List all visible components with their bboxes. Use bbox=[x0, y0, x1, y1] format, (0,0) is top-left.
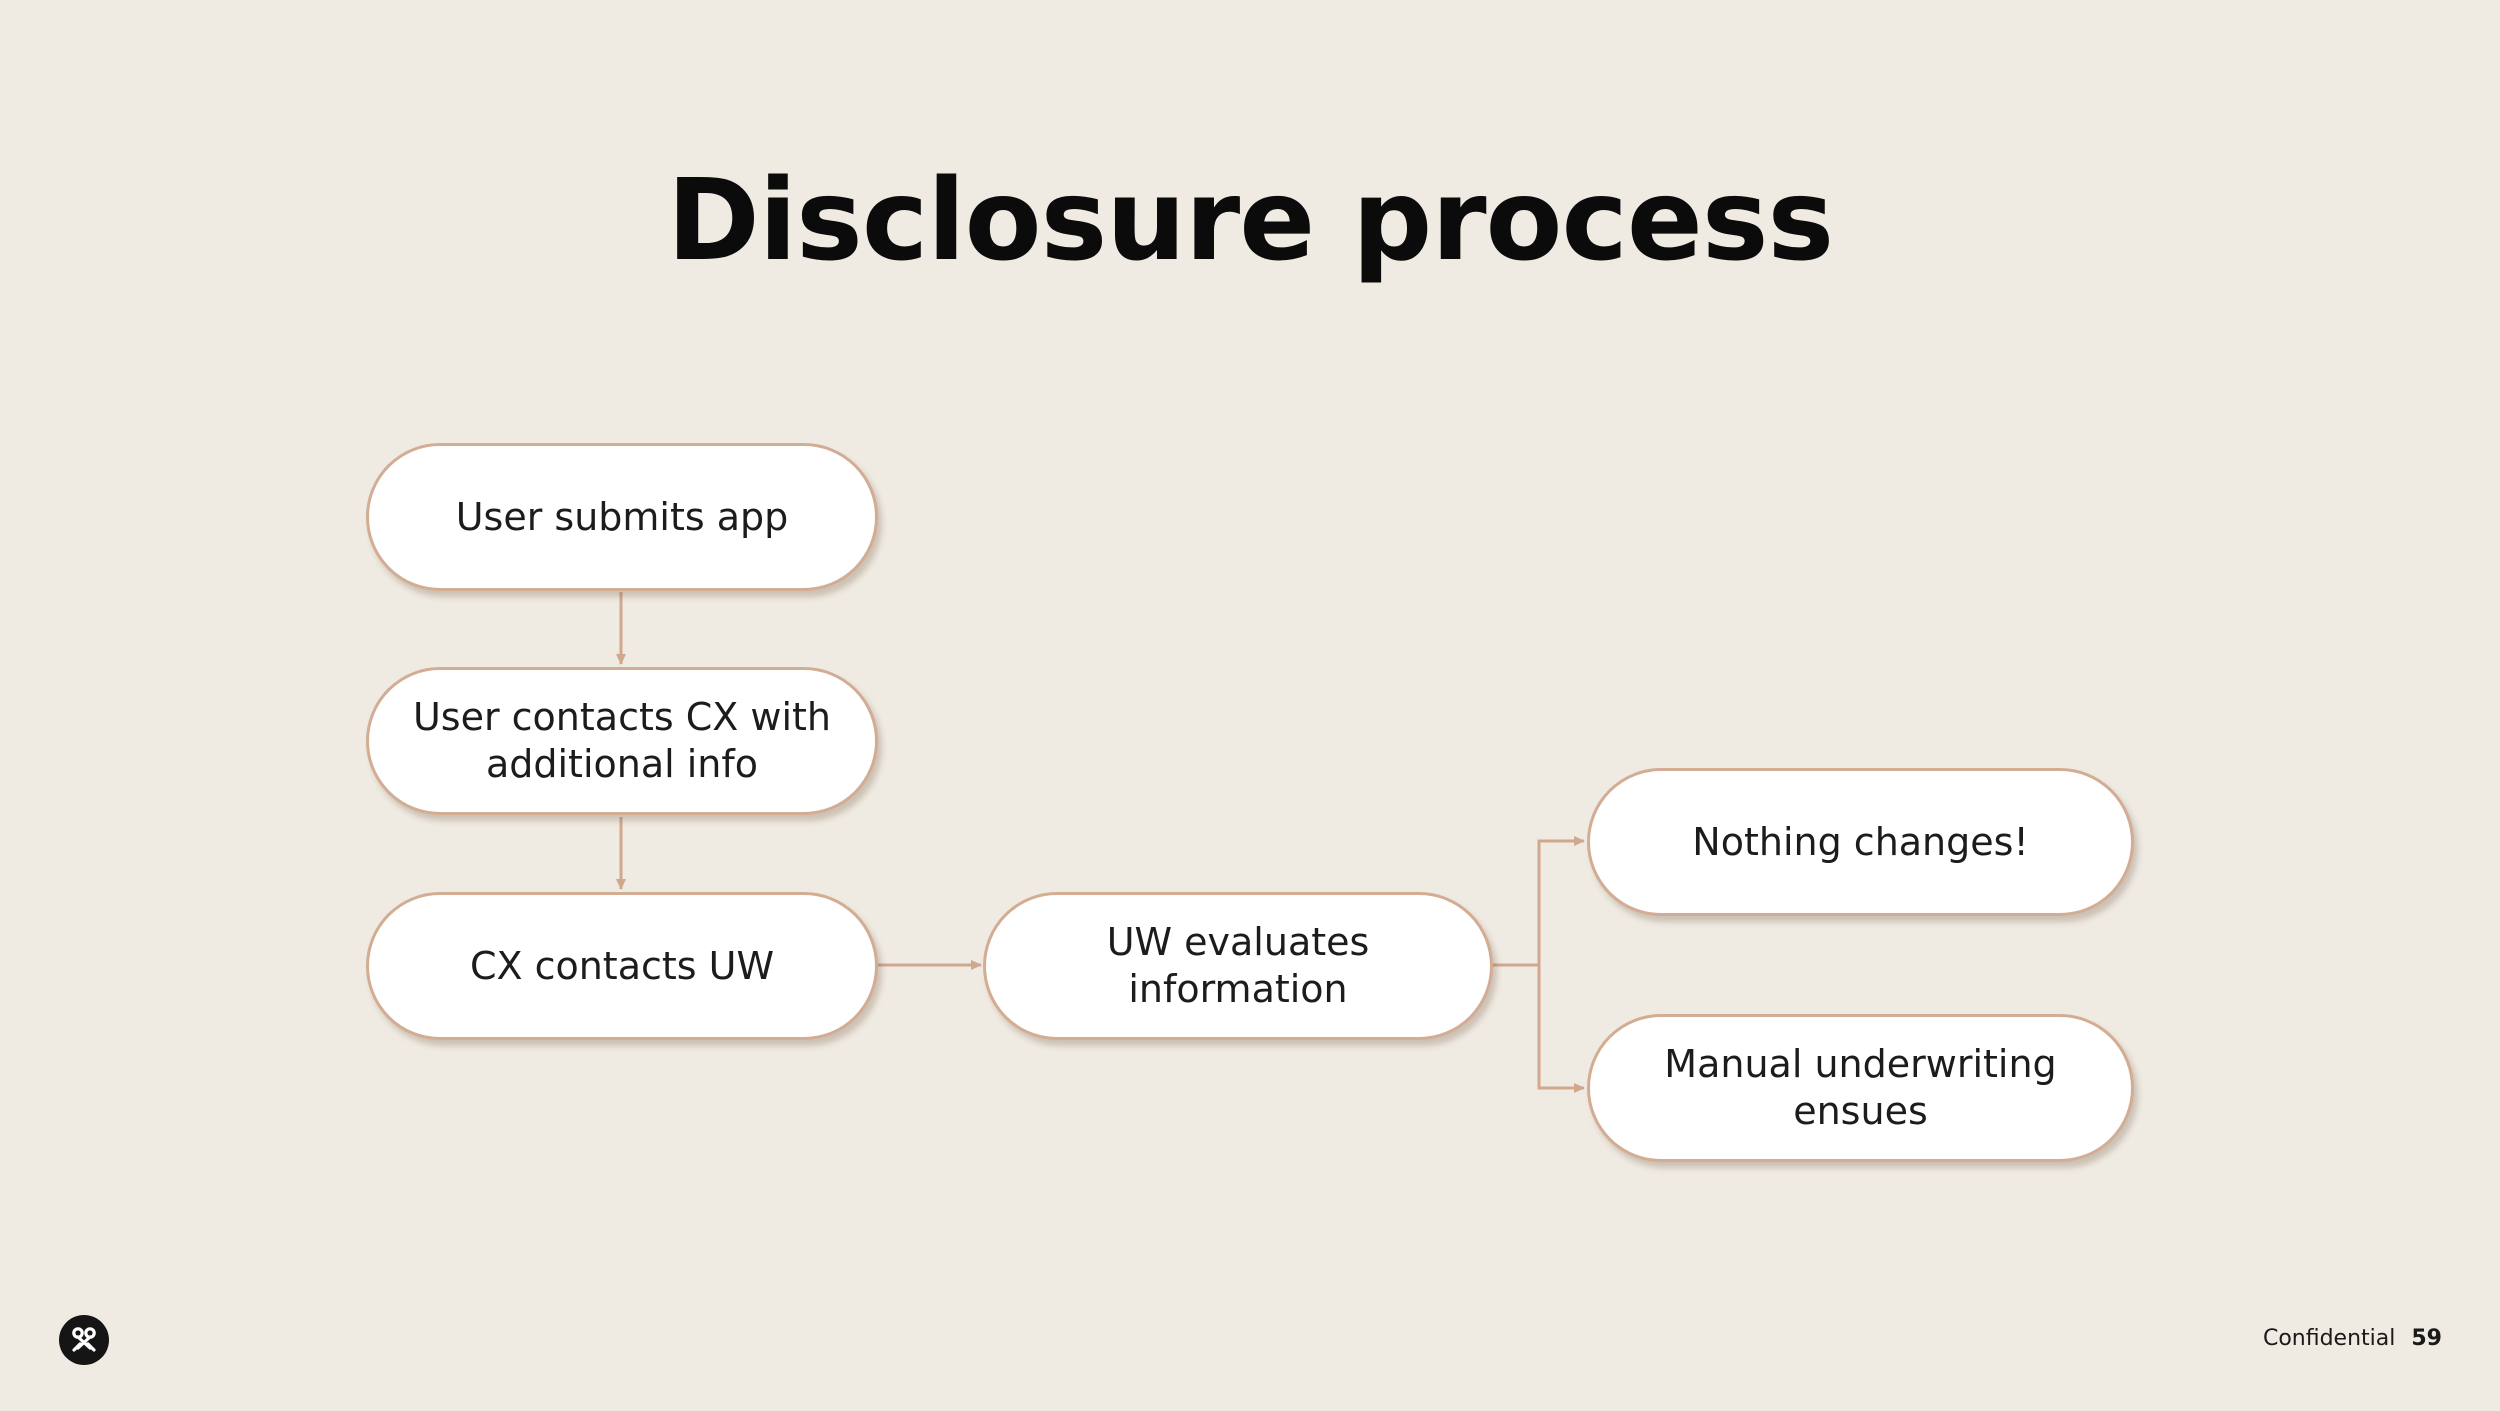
brand-logo-icon bbox=[59, 1315, 109, 1365]
node-label: User contacts CX with additional info bbox=[412, 695, 832, 786]
node-nothing-changes: Nothing changes! bbox=[1587, 768, 2134, 916]
node-manual-underwriting: Manual underwriting ensues bbox=[1587, 1014, 2134, 1162]
node-user-contacts-cx: User contacts CX with additional info bbox=[366, 667, 878, 815]
connector-evaluate-to-nothing bbox=[1493, 836, 1585, 967]
page-title: Disclosure process bbox=[666, 156, 1834, 286]
node-label: UW evaluates information bbox=[1106, 920, 1370, 1011]
node-cx-contacts-uw: CX contacts UW bbox=[366, 892, 878, 1040]
node-label: User submits app bbox=[455, 494, 789, 539]
node-uw-evaluates: UW evaluates information bbox=[983, 892, 1493, 1040]
node-label: Manual underwriting ensues bbox=[1664, 1042, 2057, 1133]
node-user-submits-app: User submits app bbox=[366, 443, 878, 591]
confidential-label: Confidential bbox=[2262, 1326, 2396, 1351]
page-number: 59 bbox=[2411, 1326, 2442, 1351]
brand-logo-glyph bbox=[72, 1327, 96, 1352]
footer: Confidential 59 bbox=[2263, 1326, 2442, 1351]
node-label: CX contacts UW bbox=[469, 943, 775, 988]
connector-evaluate-to-manual bbox=[1537, 965, 1585, 1093]
node-label: Nothing changes! bbox=[1692, 819, 2029, 864]
